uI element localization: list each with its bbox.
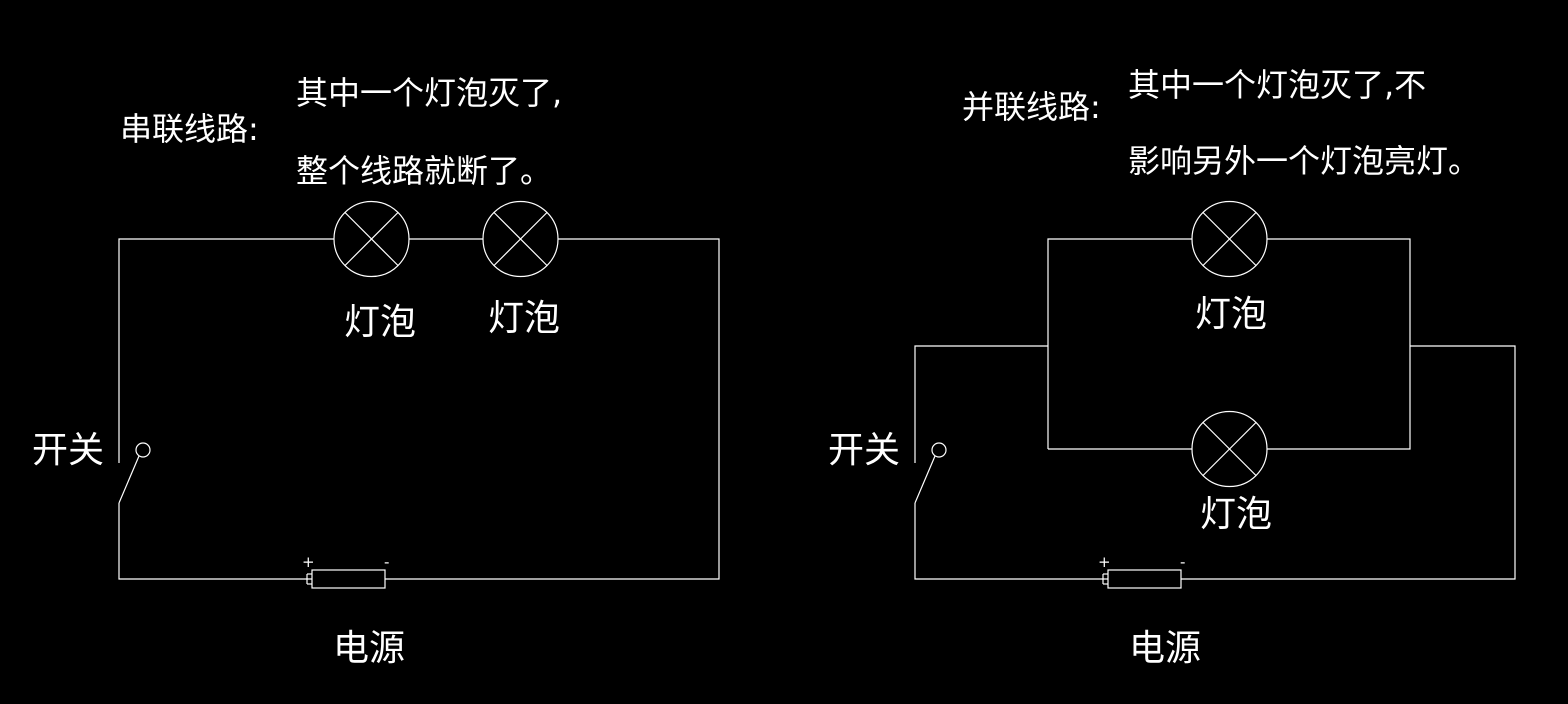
battery-icon	[306, 569, 386, 589]
battery-icon	[1102, 569, 1182, 589]
series-note-line1: 其中一个灯泡灭了,	[296, 74, 562, 112]
parallel-title: 并联线路:	[962, 88, 1101, 126]
lamp-icon	[1191, 410, 1268, 488]
series-minus-sign: -	[384, 553, 389, 571]
parallel-minus-sign: -	[1180, 553, 1185, 571]
parallel-note-line2: 影响另外一个灯泡亮灯。	[1128, 142, 1480, 180]
series-title: 串联线路:	[120, 110, 259, 148]
parallel-branch-top	[1047, 238, 1411, 450]
parallel-lamp1-label: 灯泡	[1195, 294, 1267, 335]
series-top-wire	[118, 238, 720, 580]
parallel-switch-label: 开关	[828, 430, 900, 471]
lamp-icon	[333, 200, 410, 278]
series-lamp1-label: 灯泡	[344, 302, 416, 343]
series-lamp2-label: 灯泡	[488, 298, 560, 339]
lamp-icon	[1191, 200, 1268, 278]
series-circuit: 串联线路: 其中一个灯泡灭了, 整个线路就断了。 灯泡 灯泡 开关	[32, 74, 720, 669]
parallel-outer-loop	[914, 345, 1516, 580]
series-bottom-wire	[118, 503, 312, 580]
series-switch-label: 开关	[32, 430, 104, 471]
series-note-line2: 整个线路就断了。	[296, 152, 552, 190]
parallel-note-line1: 其中一个灯泡灭了,不	[1128, 66, 1426, 104]
series-source-label: 电源	[333, 628, 405, 669]
lamp-icon	[482, 200, 559, 278]
parallel-plus-sign: +	[1098, 553, 1111, 571]
parallel-circuit: 并联线路: 其中一个灯泡灭了,不 影响另外一个灯泡亮灯。 灯泡 灯泡 开关	[828, 66, 1516, 669]
switch-icon	[914, 442, 947, 504]
parallel-source-label: 电源	[1129, 628, 1201, 669]
parallel-lamp2-label: 灯泡	[1200, 494, 1272, 535]
switch-icon	[118, 442, 151, 504]
series-plus-sign: +	[302, 553, 315, 571]
